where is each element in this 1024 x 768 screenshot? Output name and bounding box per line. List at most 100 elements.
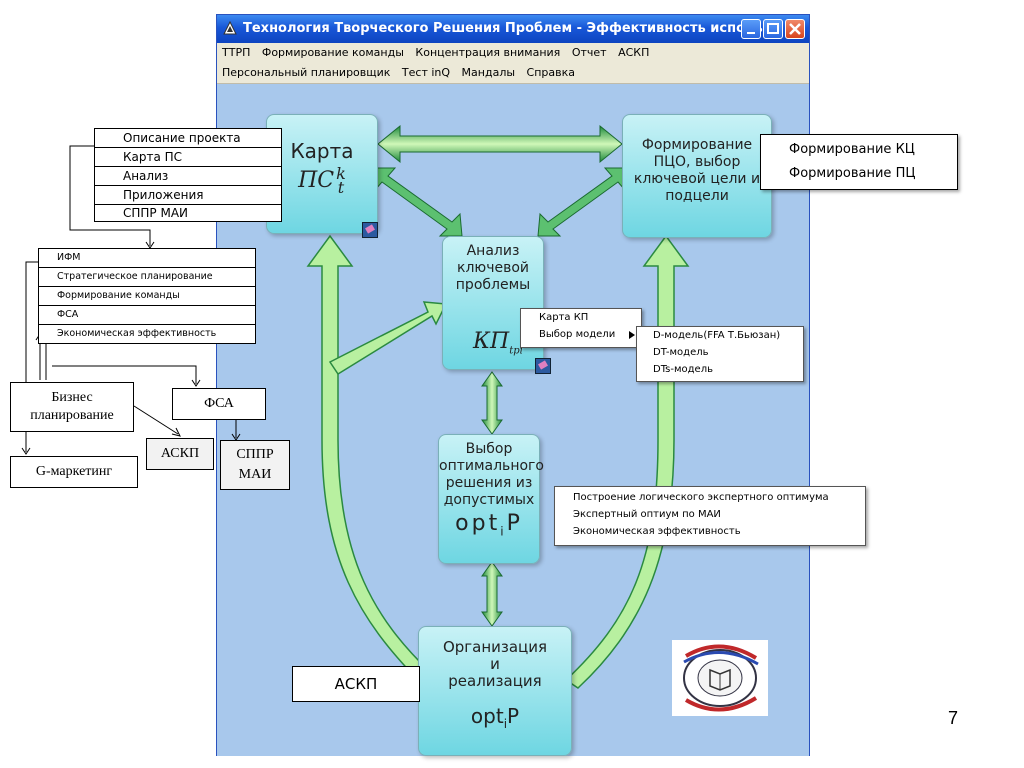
menu-item-kc[interactable]: Формирование КЦ: [789, 142, 915, 157]
menu-koncentraciya[interactable]: Концентрация внимания: [415, 46, 561, 59]
g-marketing-box[interactable]: G-маркетинг: [10, 456, 138, 488]
menu-spravka[interactable]: Справка: [526, 66, 576, 79]
title-bar[interactable]: Технология Творческого Решения Проблем -…: [217, 15, 809, 43]
maximize-icon: [767, 23, 779, 34]
menu-item-karta-kp[interactable]: Карта КП: [539, 312, 589, 323]
box-analiz[interactable]: Анализ ключевой проблемы КПtpi: [442, 236, 544, 370]
popup-kc-pc: Формирование КЦ Формирование ПЦ: [760, 134, 958, 190]
page-number: 7: [948, 708, 959, 728]
menu-item-d-model[interactable]: D-модель(FFA Т.Бьюзан): [653, 330, 781, 341]
analiz-formula-base: КП: [473, 329, 510, 354]
popup-optimum: Построение логического экспертного оптим…: [554, 486, 866, 546]
menu-item-pc[interactable]: Формирование ПЦ: [789, 166, 916, 181]
minimize-icon: [747, 32, 755, 34]
maximize-button[interactable]: [763, 19, 783, 39]
organizaciya-line3: реализация: [448, 672, 542, 690]
arrow-vybor-organizaciya: [481, 561, 503, 627]
formirovanie-line3: ключевой цели и: [633, 171, 761, 187]
askp-box[interactable]: АСКП: [292, 666, 420, 702]
sppr-mai-box[interactable]: СППР МАИ: [220, 440, 290, 490]
box-vybor[interactable]: Выбор оптимального решения из допустимых…: [438, 434, 544, 564]
menu-mandaly[interactable]: Мандалы: [461, 66, 516, 79]
menu-askp[interactable]: АСКП: [618, 46, 650, 59]
arrow-organizaciya-karta: [306, 234, 432, 681]
karta-formula-base: ПС: [298, 168, 335, 193]
vybor-formula: optiP: [439, 511, 539, 538]
box-organizaciya[interactable]: Организация и реализация optiP: [418, 626, 572, 756]
biznes-planirovanie-box[interactable]: Бизнес планирование: [10, 382, 134, 432]
vybor-formula-sub: i: [500, 524, 507, 539]
menu-item-logicheskiy[interactable]: Построение логического экспертного оптим…: [573, 492, 829, 503]
analiz-formula-sub: tpi: [509, 345, 523, 357]
formirovanie-line2: ПЦО, выбор: [653, 154, 741, 170]
arrow-organizaciya-formirovanie: [564, 234, 690, 689]
close-button[interactable]: [785, 19, 805, 39]
menu-bar-row2: Персональный планировщик Тест inQ Мандал…: [217, 63, 809, 84]
analysis-menu: ИФМ Стратегическое планирование Формиров…: [38, 248, 256, 344]
project-menu-opisanie[interactable]: Описание проекта: [95, 129, 281, 148]
menu-item-vybor-modeli[interactable]: Выбор модели: [521, 326, 641, 343]
menu-item-ekspertnyy-mai[interactable]: Экспертный оптиум по МАИ: [573, 509, 721, 520]
analiz-line2: ключевой: [457, 260, 529, 276]
menu-ttrp[interactable]: ТТРП: [222, 46, 251, 59]
karta-title: Карта: [290, 139, 354, 163]
edit-icon-karta[interactable]: [362, 222, 378, 238]
project-menu-sppr[interactable]: СППР МАИ: [123, 206, 189, 220]
vybor-line4: допустимых: [443, 492, 535, 508]
analiz-formula: КПtpi: [473, 329, 523, 356]
analysis-menu-formirovanie[interactable]: Формирование команды: [39, 287, 255, 306]
menu-item-dts-model[interactable]: DTs-модель: [653, 364, 713, 375]
organizaciya-formula-sub: i: [503, 717, 508, 731]
vybor-line3: решения из: [445, 475, 533, 491]
close-icon: [789, 23, 801, 35]
arrow-formirovanie-analiz: [537, 167, 631, 237]
app-icon: [223, 21, 237, 35]
minimize-button[interactable]: [741, 19, 761, 39]
analysis-menu-ekonom[interactable]: Экономическая эффективность: [57, 328, 217, 339]
menu-planirovshchik[interactable]: Персональный планировщик: [222, 66, 391, 79]
menu-item-ekonom-effekt[interactable]: Экономическая эффективность: [573, 526, 741, 537]
analysis-menu-fsa[interactable]: ФСА: [39, 306, 255, 325]
project-menu: Описание проекта Карта ПС Анализ Приложе…: [94, 128, 282, 222]
arrow-karta-analiz: [369, 167, 463, 237]
vybor-modeli-label: Выбор модели: [539, 329, 616, 340]
organizaciya-formula: optiP: [419, 704, 571, 731]
analiz-line1: Анализ: [466, 243, 520, 259]
analysis-menu-strategicheskoe[interactable]: Стратегическое планирование: [39, 268, 255, 287]
window-title: Технология Творческого Решения Проблем -…: [243, 21, 778, 36]
arrow-karta-formirovanie: [377, 124, 623, 164]
vybor-line2: оптимального: [439, 458, 544, 474]
organizaciya-formula-base: opt: [470, 704, 504, 728]
popup-karta-kp: Карта КП Выбор модели: [520, 308, 642, 348]
box-formirovanie-pco[interactable]: Формирование ПЦО, выбор ключевой цели и …: [622, 114, 772, 238]
project-menu-analiz[interactable]: Анализ: [95, 167, 281, 186]
organizaciya-formula-end: P: [507, 704, 520, 728]
vybor-formula-end: P: [506, 511, 523, 536]
menu-test-inq[interactable]: Тест inQ: [401, 66, 451, 79]
menu-formirovanie-komandy[interactable]: Формирование команды: [261, 46, 404, 59]
organizaciya-line1: Организация: [442, 638, 548, 656]
formirovanie-line1: Формирование: [641, 137, 753, 153]
karta-formula-sup: k: [336, 164, 346, 183]
arrow-branch-analiz: [328, 301, 448, 376]
formirovanie-line4: подцели: [665, 188, 729, 204]
academy-logo: [672, 640, 768, 716]
arrow-analiz-vybor: [481, 371, 503, 435]
karta-formula-sub: t: [337, 178, 345, 197]
menu-otchet[interactable]: Отчет: [571, 46, 607, 59]
menu-bar-row1: ТТРП Формирование команды Концентрация в…: [217, 43, 809, 63]
analysis-menu-ifm[interactable]: ИФМ: [39, 249, 255, 268]
submenu-arrow-icon: [629, 331, 635, 339]
popup-models: D-модель(FFA Т.Бьюзан) DT-модель DTs-мод…: [636, 326, 804, 382]
project-menu-prilozheniya[interactable]: Приложения: [95, 186, 281, 205]
vybor-formula-base: opt: [455, 511, 501, 536]
edit-icon-analiz[interactable]: [535, 358, 551, 374]
menu-item-dt-model[interactable]: DT-модель: [653, 347, 709, 358]
askp-small-box[interactable]: АСКП: [146, 438, 214, 470]
project-menu-karta-ps[interactable]: Карта ПС: [95, 148, 281, 167]
organizaciya-line2: и: [490, 655, 500, 673]
fsa-box[interactable]: ФСА: [172, 388, 266, 420]
